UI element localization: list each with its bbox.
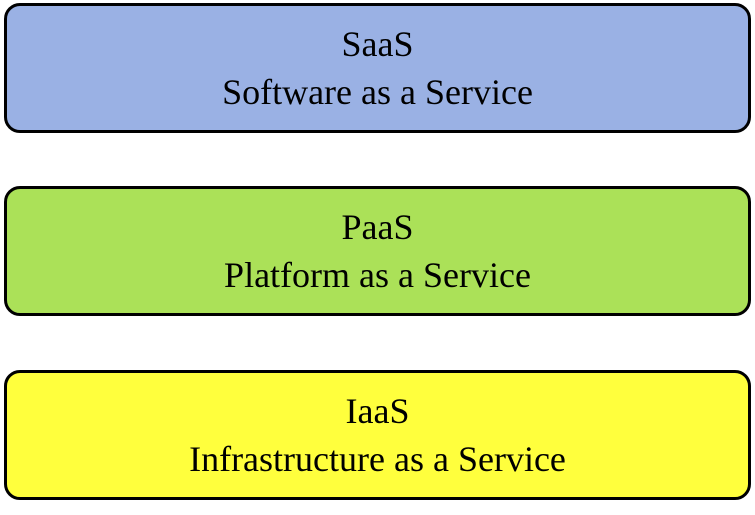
iaas-acronym: IaaS <box>345 391 410 431</box>
saas-label: Software as a Service <box>222 72 533 112</box>
saas-acronym: SaaS <box>341 24 414 64</box>
paas-acronym: PaaS <box>341 207 414 247</box>
saas-box: SaaS Software as a Service <box>4 3 751 133</box>
paas-label: Platform as a Service <box>224 255 531 295</box>
paas-box: PaaS Platform as a Service <box>4 186 751 316</box>
iaas-box: IaaS Infrastructure as a Service <box>4 370 751 500</box>
iaas-label: Infrastructure as a Service <box>189 439 566 479</box>
